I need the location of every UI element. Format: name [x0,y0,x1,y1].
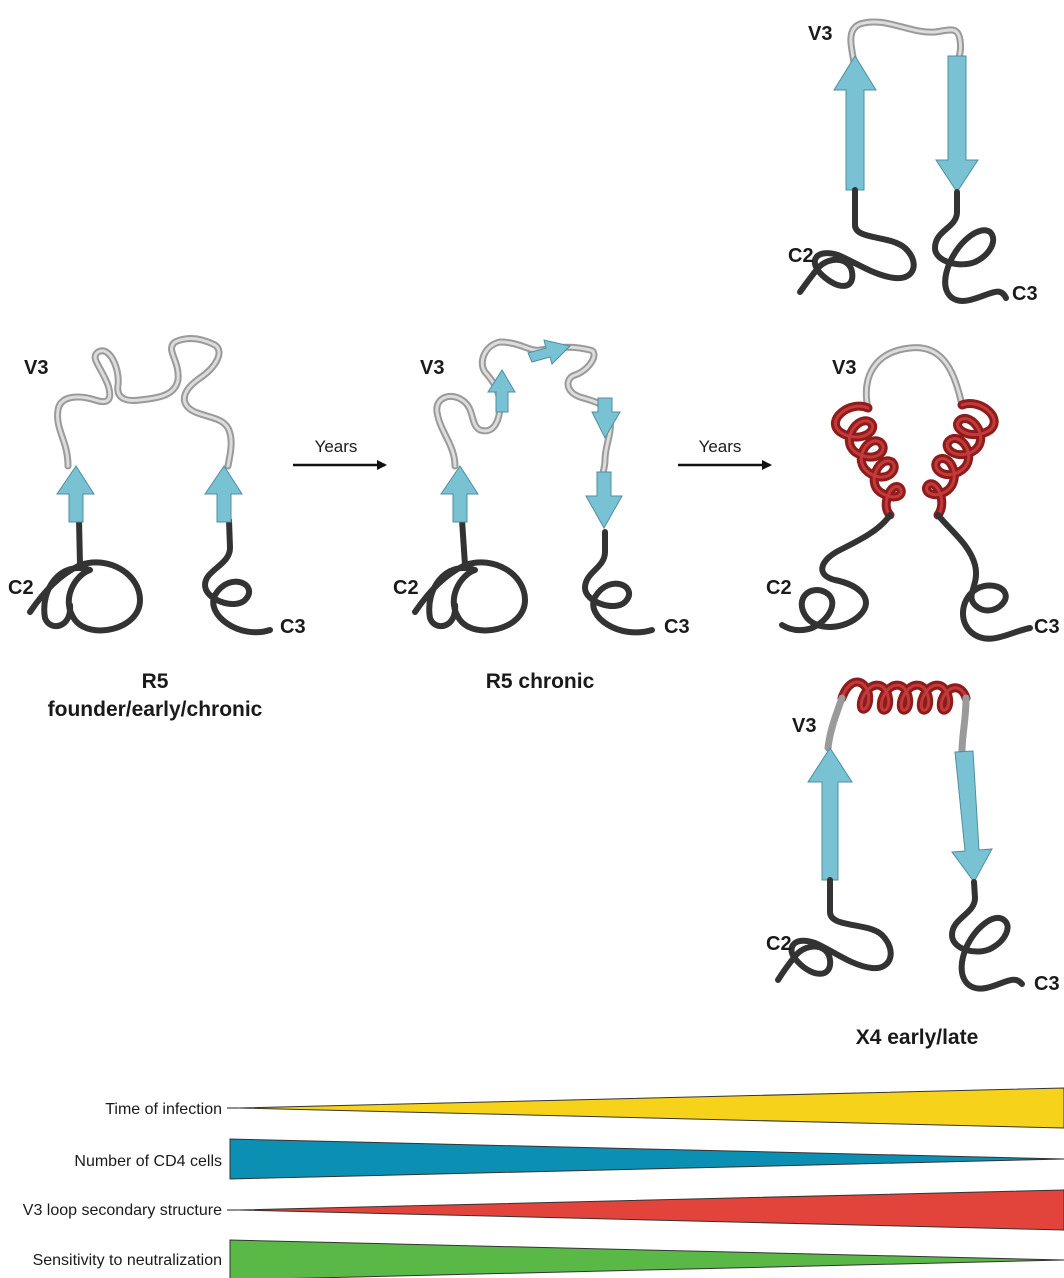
alpha-helix [926,404,994,515]
c3-backbone [938,515,1030,639]
v3-label: V3 [832,357,856,379]
c3-backbone [935,192,1006,301]
trend-label: Time of infection [105,1101,222,1118]
years-label: Years [699,437,742,456]
trend-row: Sensitivity to neutralization [33,1240,1064,1278]
trend-label: Number of CD4 cells [74,1153,222,1170]
c3-backbone [952,882,1022,989]
beta-sheet-arrow [528,340,570,364]
beta-sheet-arrow [205,466,242,522]
beta-sheet-arrow [57,466,94,522]
c3-label: C3 [1034,973,1060,995]
v3-loop [437,342,611,490]
trend-label: Sensitivity to neutralization [33,1252,222,1269]
c3-label: C3 [1034,616,1060,638]
trend-row: V3 loop secondary structure [23,1190,1064,1230]
x4-helix-structure: V3 C2 C3 [766,348,1060,639]
trend-wedge-cd4-cells [230,1139,1064,1179]
v3-label: V3 [24,357,48,379]
trend-wedge-time-of-infection [238,1088,1064,1128]
v3-label: V3 [808,23,832,45]
beta-sheet-arrow [936,56,978,192]
beta-sheet-arrow [441,466,478,522]
c3-label: C3 [280,616,306,638]
c3-backbone [205,520,270,632]
c2-label: C2 [788,245,814,267]
v3-loop [58,339,232,466]
x4-mixed-structure: V3 C2 C3 [766,682,1060,995]
r5-chronic-caption: R5 chronic [486,670,595,693]
beta-sheet-arrow [952,751,992,882]
beta-sheet-arrow [834,56,876,190]
trend-row: Time of infection [105,1088,1064,1128]
r5-chronic-structure: V3 C2 C3 [393,340,690,638]
beta-sheet-arrow [808,748,852,880]
trend-row: Number of CD4 cells [74,1139,1064,1179]
r5-founder-structure: V3 C2 C3 [8,339,306,638]
r5-founder-caption-line2: founder/early/chronic [48,698,263,721]
c2-label: C2 [766,933,792,955]
years-label: Years [315,437,358,456]
r5-founder-caption: R5 [142,670,169,693]
trend-wedge-v3-structure [238,1190,1064,1230]
c2-backbone [30,520,140,630]
c2-label: C2 [393,577,419,599]
v3-loop [962,698,966,752]
trend-label: V3 loop secondary structure [23,1202,222,1219]
trend-wedge-neutralization [230,1240,1064,1278]
c3-label: C3 [664,616,690,638]
x4-sheet-structure: V3 C2 C3 [788,22,1038,305]
c2-backbone [782,515,890,630]
c3-backbone [585,532,652,632]
v3-loop [866,348,962,408]
c2-backbone [800,190,914,292]
c2-backbone [778,880,891,980]
v3-label: V3 [420,357,444,379]
alpha-helix [842,682,966,710]
v3-label: V3 [792,715,816,737]
beta-sheet-arrow [586,472,622,528]
c2-backbone [415,520,525,630]
v3-loop [828,698,842,748]
alpha-helix [835,406,901,515]
c2-label: C2 [8,577,34,599]
x4-caption: X4 early/late [856,1026,979,1049]
c3-label: C3 [1012,283,1038,305]
c2-label: C2 [766,577,792,599]
